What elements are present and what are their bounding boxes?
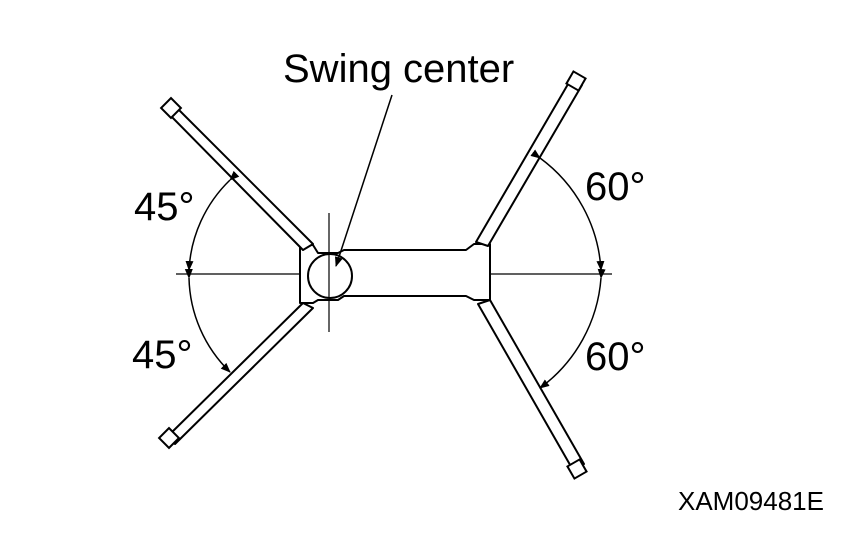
- angle-label-upper-left: 45°: [134, 185, 195, 229]
- angle-arc-upper-left: [185, 170, 240, 271]
- pivot-hole: [307, 253, 353, 299]
- swing-center-label: Swing center: [283, 47, 514, 91]
- swing-center-leader: [334, 94, 393, 267]
- angle-arc-lower-left: [184, 268, 231, 373]
- arm-lower-left: [157, 302, 314, 450]
- angle-label-lower-right: 60°: [585, 335, 646, 379]
- arm-upper-left: [159, 96, 314, 251]
- angle-arc-upper-right: [530, 149, 605, 271]
- arm-upper-right: [475, 70, 587, 247]
- arm-lower-right: [477, 299, 588, 480]
- angle-label-lower-left: 45°: [132, 333, 193, 377]
- angle-arc-lower-right: [539, 268, 606, 389]
- angle-label-upper-right: 60°: [585, 165, 646, 209]
- figure-code: XAM09481E: [678, 486, 824, 516]
